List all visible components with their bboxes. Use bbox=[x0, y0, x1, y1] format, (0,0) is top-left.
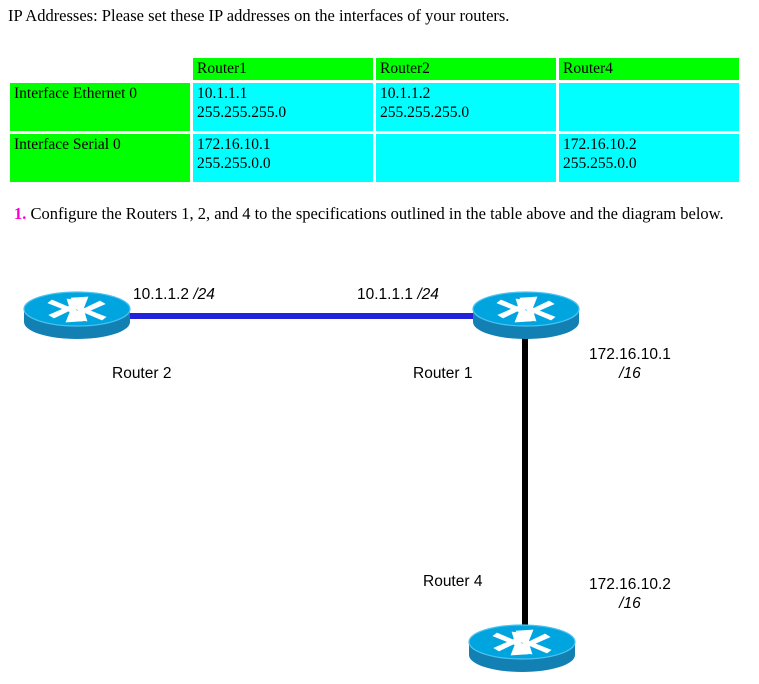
prefix-value: /16 bbox=[619, 365, 641, 382]
cell-mask: 255.255.255.0 bbox=[380, 104, 470, 121]
list-number-marker: 1. bbox=[14, 204, 27, 223]
table-cell-serial0-router4: 172.16.10.2 255.255.0.0 bbox=[559, 134, 739, 182]
table-row-header-serial0: Interface Serial 0 bbox=[10, 134, 190, 182]
cisco-router-icon-router4[interactable] bbox=[468, 624, 576, 673]
prefix-value: /16 bbox=[619, 595, 641, 612]
cell-mask: 255.255.0.0 bbox=[197, 155, 271, 172]
table-col-header-router2: Router2 bbox=[376, 58, 556, 80]
label-node-router4: Router 4 bbox=[423, 573, 483, 590]
table-cell-serial0-router2 bbox=[376, 134, 556, 182]
ip-value: 10.1.1.2 bbox=[133, 286, 190, 303]
table-header-row: Router1 Router2 Router4 bbox=[10, 58, 739, 80]
ip-value: 172.16.10.2 bbox=[589, 576, 671, 593]
instruction-text: Configure the Routers 1, 2, and 4 to the… bbox=[30, 204, 724, 223]
ip-address-table: Router1 Router2 Router4 Interface Ethern… bbox=[7, 55, 742, 185]
table-row: Interface Ethernet 0 10.1.1.1 255.255.25… bbox=[10, 83, 739, 131]
cell-ip: 10.1.1.2 bbox=[380, 85, 431, 102]
cell-mask: 255.255.255.0 bbox=[197, 104, 287, 121]
label-node-router2: Router 2 bbox=[112, 365, 172, 382]
network-diagram: 10.1.1.2 /24 10.1.1.1 /24 Router 2 Route… bbox=[0, 262, 759, 684]
cell-ip: 172.16.10.1 bbox=[197, 136, 271, 153]
network-diagram-canvas bbox=[23, 291, 580, 673]
cisco-router-icon-router2[interactable] bbox=[23, 291, 131, 340]
table-corner-cell bbox=[10, 58, 190, 80]
ip-value: 10.1.1.1 bbox=[357, 286, 414, 303]
label-router2-ethernet-ip: 10.1.1.2 /24 bbox=[133, 285, 215, 304]
prefix-value: /24 bbox=[417, 286, 439, 303]
table-cell-serial0-router1: 172.16.10.1 255.255.0.0 bbox=[193, 134, 373, 182]
label-router4-serial-ip: 172.16.10.2 /16 bbox=[589, 575, 671, 613]
cell-ip: 10.1.1.1 bbox=[197, 85, 248, 102]
table-cell-ethernet0-router1: 10.1.1.1 255.255.255.0 bbox=[193, 83, 373, 131]
cell-mask: 255.255.0.0 bbox=[563, 155, 637, 172]
label-router1-serial-ip: 172.16.10.1 /16 bbox=[589, 345, 671, 383]
ip-value: 172.16.10.1 bbox=[589, 346, 671, 363]
table-cell-ethernet0-router4 bbox=[559, 83, 739, 131]
table-col-header-router4: Router4 bbox=[559, 58, 739, 80]
label-node-router1: Router 1 bbox=[413, 365, 473, 382]
table-col-header-router1: Router1 bbox=[193, 58, 373, 80]
table-row-header-ethernet0: Interface Ethernet 0 bbox=[10, 83, 190, 131]
intro-text: IP Addresses: Please set these IP addres… bbox=[8, 6, 510, 25]
cell-ip: 172.16.10.2 bbox=[563, 136, 637, 153]
instruction-item: 1. Configure the Routers 1, 2, and 4 to … bbox=[14, 203, 726, 224]
prefix-value: /24 bbox=[193, 286, 215, 303]
cisco-router-icon-router1[interactable] bbox=[472, 291, 580, 340]
label-router1-ethernet-ip: 10.1.1.1 /24 bbox=[357, 285, 439, 304]
table-row: Interface Serial 0 172.16.10.1 255.255.0… bbox=[10, 134, 739, 182]
table-cell-ethernet0-router2: 10.1.1.2 255.255.255.0 bbox=[376, 83, 556, 131]
